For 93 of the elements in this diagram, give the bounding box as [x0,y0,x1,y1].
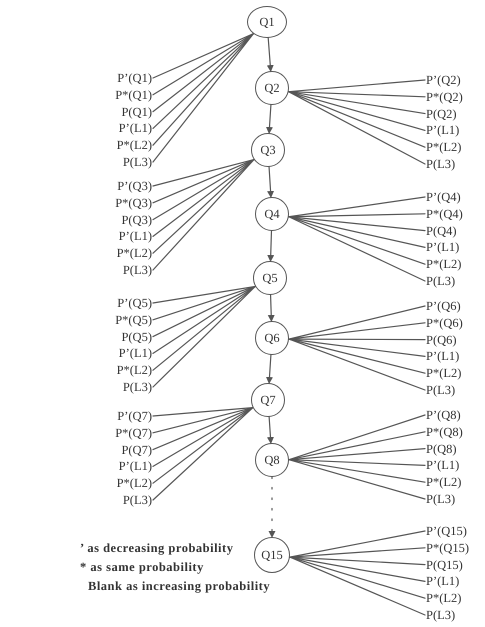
connector-line [152,158,255,187]
probability-label: P’(Q6) [426,298,461,314]
probability-label: P’(L1) [118,345,152,362]
connector-line [288,459,426,466]
connector-line [288,91,426,114]
probability-label: P’(L1) [426,457,460,474]
connector-line [152,286,256,388]
question-circle: Q7 [251,383,285,417]
connector-line [289,556,426,566]
connector-line [289,556,426,582]
connector-line [288,91,426,131]
connector-line [288,305,426,340]
probability-label: P’(L1) [426,122,460,138]
probability-label: P’(L1) [426,348,460,364]
connector-line [288,91,426,165]
probability-label: P’(L1) [118,120,152,136]
connector-line [288,431,426,460]
probability-label: P*(L2) [426,365,462,382]
connector-line [152,407,254,484]
question-circle: Q1 [247,6,287,38]
question-circle: Q15 [254,537,290,573]
arrow [267,230,274,262]
connector-line [288,338,426,340]
connector-line [152,286,256,371]
connector-line [152,33,254,79]
probability-label: P*(L2) [116,475,152,492]
connector-line [288,322,426,340]
probability-label: P*(L2) [426,256,462,272]
connector-line [289,556,426,599]
legend-note: Blank as increasing probability [87,578,270,594]
arrow [266,104,273,134]
arrow [268,294,275,322]
probability-label: P(L3) [122,262,152,278]
connector-line [152,286,256,354]
probability-label: P’(Q4) [426,189,461,205]
probability-label: P’(Q5) [117,295,152,311]
connector-line [288,216,426,232]
probability-label: P*(L2) [116,362,152,378]
arrow [266,354,273,384]
legend-note: * as same probability [80,559,205,575]
probability-label: P(L3) [426,273,456,289]
probability-label: P’(L1) [118,458,152,474]
connector-line [288,338,426,374]
probability-label: P’(Q8) [426,407,461,423]
connector-line [152,407,254,434]
question-circle: Q8 [255,443,289,477]
probability-label: P*(L2) [426,590,462,606]
probability-label: P(L3) [122,379,152,395]
probability-label: P(L3) [426,156,456,172]
probability-label: P’(Q7) [117,408,152,424]
probability-label: P*(L2) [426,139,462,156]
probability-label: P*(L2) [116,245,152,262]
question-circle: Q4 [255,197,289,231]
connector-line [289,530,426,558]
connector-line [152,158,255,271]
connector-line [288,216,426,282]
connector-line [288,459,426,483]
connector-line [288,459,426,500]
question-circle: Q2 [255,71,289,105]
connector-line [288,216,426,265]
connector-line [288,414,426,460]
probability-label: P*(L2) [426,474,462,490]
probability-label: P(L3) [122,492,152,508]
connector-line [152,407,254,417]
arrow [268,476,276,538]
connector-line [288,338,426,391]
connector-line [152,158,255,204]
question-circle: Q5 [253,261,287,295]
connector-line [152,286,256,304]
connector-line [288,91,426,148]
probability-label: P’(L1) [118,228,152,244]
probability-label: P’(Q15) [426,523,467,539]
probability-label: P(L3) [426,491,456,507]
connector-line [152,158,255,254]
arrow [266,37,274,72]
probability-label: P’(L1) [426,239,460,256]
arrow [267,166,274,198]
probability-label: P’(Q1) [117,70,152,86]
arrow [266,416,274,444]
probability-label: P*(L2) [116,137,152,154]
probability-label: P’(Q3) [117,178,152,194]
connector-line [289,556,426,616]
question-circle: Q3 [251,133,285,167]
probability-label: P(L3) [426,382,456,398]
probability-label: P(L3) [426,607,456,623]
probability-label: P’(L1) [426,573,460,590]
probability-label: P’(Q2) [426,72,461,88]
question-circle: Q6 [255,321,289,355]
connector-line [288,338,426,357]
probability-label: P(L3) [122,154,152,170]
connector-line [152,407,254,501]
connector-line [288,216,426,248]
connector-line [152,286,256,320]
